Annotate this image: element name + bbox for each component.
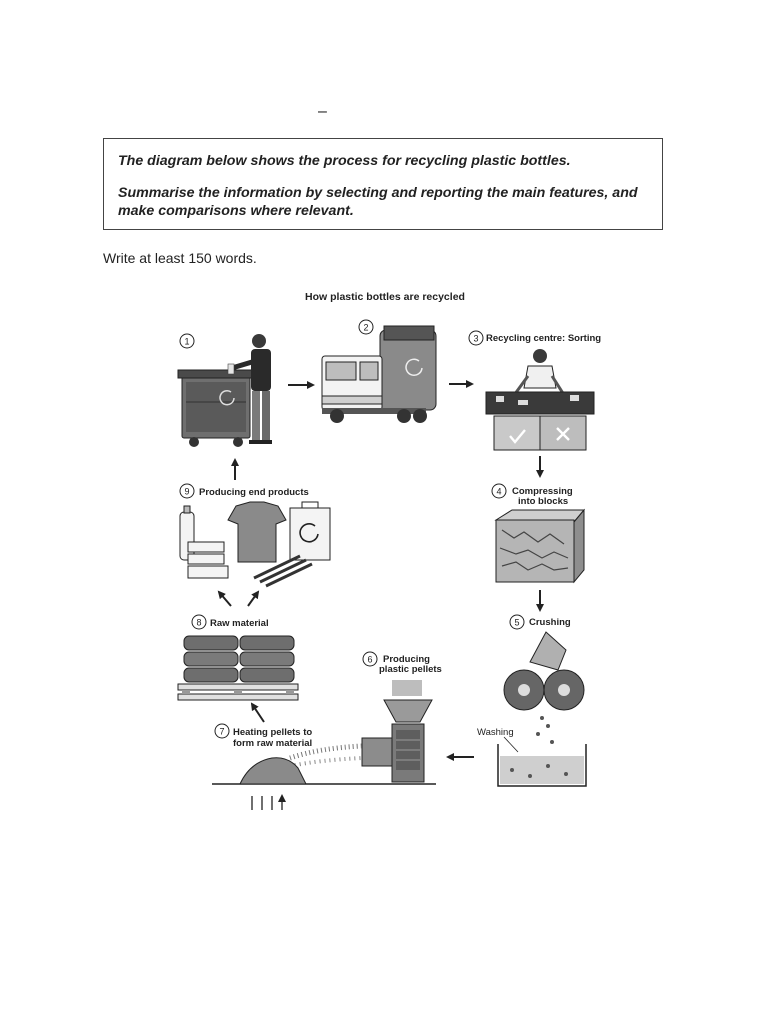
sorting-conveyor-icon xyxy=(485,349,595,451)
step-3: 3 Recycling centre: Sorting xyxy=(468,330,601,451)
step-9: 9 Producing end products xyxy=(179,483,331,588)
step-1: 1 xyxy=(177,333,272,447)
step-9-number-badge xyxy=(179,483,195,499)
task-line-1: The diagram below shows the process for … xyxy=(118,153,571,169)
step-1-number-badge xyxy=(179,333,195,349)
arrow-8-to-9-right xyxy=(247,590,260,607)
step-4-label-line-2: into blocks xyxy=(518,496,568,507)
diagram-title: How plastic bottles are recycled xyxy=(305,291,465,303)
word-count-instruction: Write at least 150 words. xyxy=(103,250,257,266)
step-1-number: 1 xyxy=(184,337,189,347)
step-7-number-badge xyxy=(214,723,230,739)
step-5-number: 5 xyxy=(514,618,519,628)
step-2-number-badge xyxy=(358,319,374,335)
pellet-stream-icon xyxy=(289,743,363,768)
heat-pile-icon xyxy=(212,757,436,810)
step-4-number: 4 xyxy=(496,487,501,497)
step-4: 4 Compressing into blocks xyxy=(491,483,586,584)
step-8-number-badge xyxy=(191,614,207,630)
step-2-number: 2 xyxy=(363,323,368,333)
step-2: 2 xyxy=(321,319,437,423)
person-icon xyxy=(227,334,272,444)
step-9-number: 9 xyxy=(184,487,189,497)
step-5: 5 Crushing Washing xyxy=(477,614,587,787)
arrow-7-to-8 xyxy=(250,702,265,723)
end-products-icon xyxy=(179,501,331,588)
arrow-8-to-9-left xyxy=(217,590,232,607)
step-8: 8 Raw material xyxy=(177,614,299,701)
step-6-number-badge xyxy=(362,651,378,667)
task-prompt-box: The diagram below shows the process for … xyxy=(103,138,663,230)
step-8-number: 8 xyxy=(196,618,201,628)
step-7-label-line-1: Heating pellets to xyxy=(233,727,312,738)
step-3-label: Recycling centre: Sorting xyxy=(486,333,601,344)
step-5-number-badge xyxy=(509,614,525,630)
step-7: 7 Heating pellets to form raw material xyxy=(212,723,436,810)
step-6: 6 Producing plastic pellets xyxy=(361,651,442,783)
step-6-label-line-2: plastic pellets xyxy=(379,664,442,675)
step-9-label: Producing end products xyxy=(199,487,309,498)
step-4-label-line-1: Compressing xyxy=(512,486,573,497)
pallet-stack-icon xyxy=(177,635,299,701)
step-7-number: 7 xyxy=(219,727,224,737)
compressed-block-icon xyxy=(494,508,586,584)
step-3-number-badge xyxy=(468,330,484,346)
step-3-number: 3 xyxy=(473,334,478,344)
step-8-label: Raw material xyxy=(210,618,269,629)
page-dash: – xyxy=(318,103,327,120)
washing-pointer-line xyxy=(503,736,519,753)
step-7-label-line-2: form raw material xyxy=(233,738,312,749)
task-line-2: Summarise the information by selecting a… xyxy=(118,185,638,219)
pellet-machine-icon xyxy=(361,680,433,783)
washing-label: Washing xyxy=(477,727,514,738)
step-5-label: Crushing xyxy=(529,617,571,628)
step-4-number-badge xyxy=(491,483,507,499)
washing-tank-icon xyxy=(497,744,587,787)
step-6-number: 6 xyxy=(367,655,372,665)
step-6-label-line-1: Producing xyxy=(383,654,430,665)
recycling-bin-icon xyxy=(177,369,255,447)
crusher-icon xyxy=(503,631,585,744)
garbage-truck-icon xyxy=(321,325,437,423)
